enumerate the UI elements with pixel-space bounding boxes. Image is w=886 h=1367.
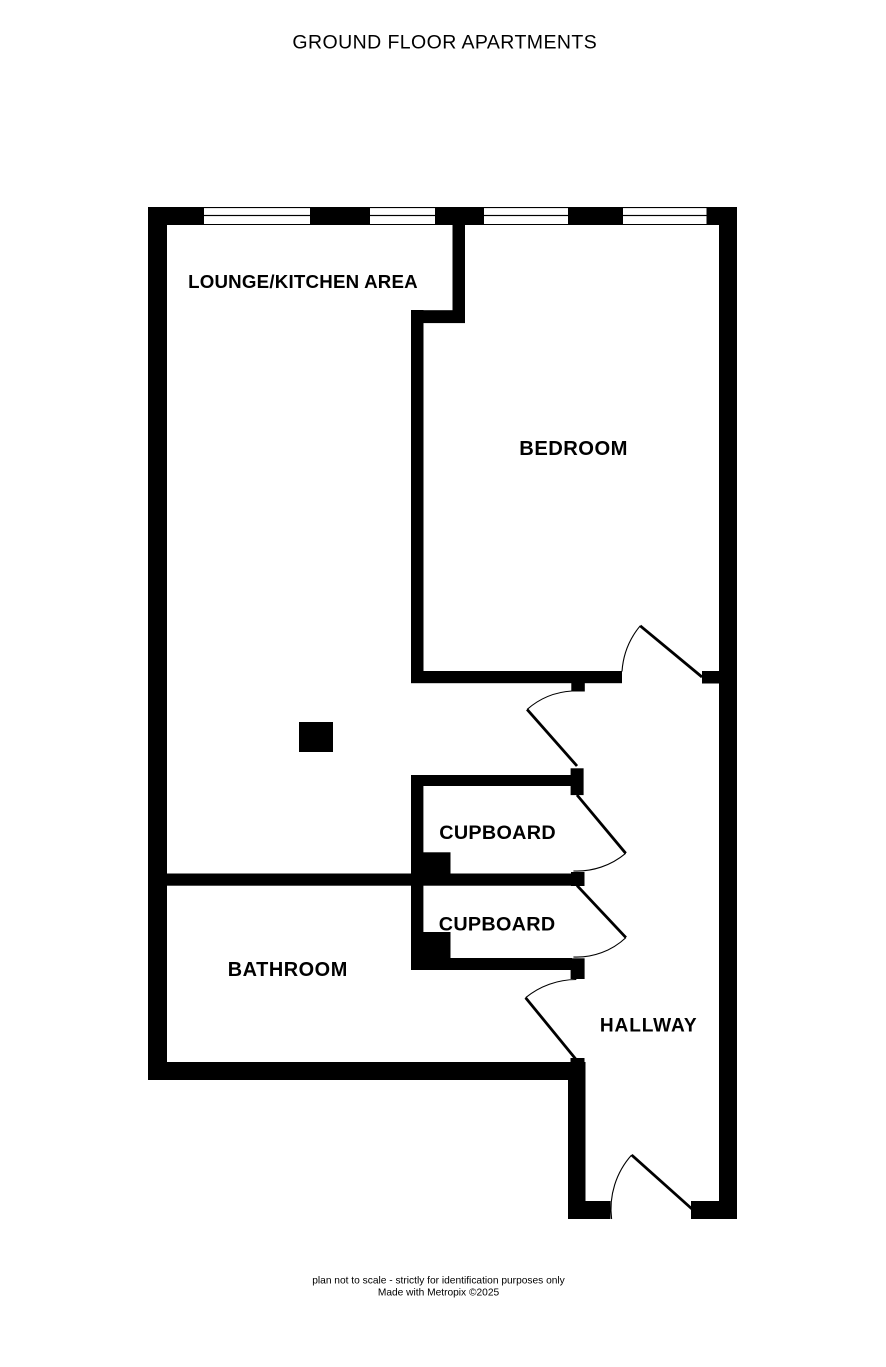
svg-text:Made with Metropix ©2025: Made with Metropix ©2025 <box>378 1287 500 1298</box>
svg-text:CUPBOARD: CUPBOARD <box>439 822 556 844</box>
svg-text:BATHROOM: BATHROOM <box>228 959 348 981</box>
svg-text:BEDROOM: BEDROOM <box>519 438 628 460</box>
svg-text:CUPBOARD: CUPBOARD <box>439 914 556 936</box>
svg-text:plan not to scale - strictly f: plan not to scale - strictly for identif… <box>312 1276 565 1287</box>
svg-text:GROUND FLOOR APARTMENTS: GROUND FLOOR APARTMENTS <box>292 32 597 54</box>
svg-text:HALLWAY: HALLWAY <box>600 1015 698 1036</box>
svg-text:LOUNGE/KITCHEN AREA: LOUNGE/KITCHEN AREA <box>188 271 418 292</box>
